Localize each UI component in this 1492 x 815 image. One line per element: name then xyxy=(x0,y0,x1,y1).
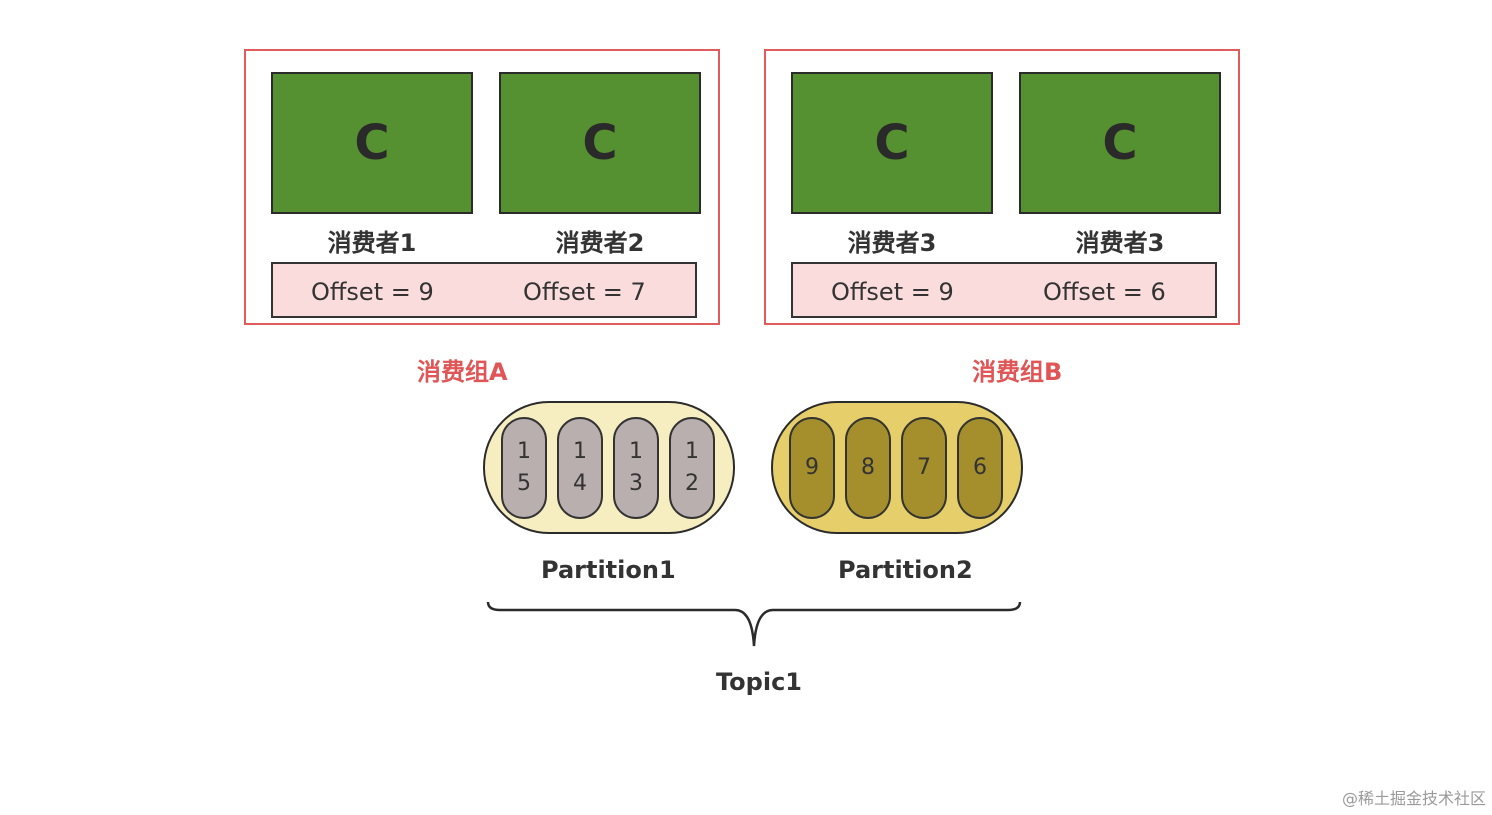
group-b-label: 消费组B xyxy=(972,358,1063,386)
consumer-2-label: 消费者2 xyxy=(555,229,645,257)
message-7: 7 xyxy=(901,417,947,519)
message-8: 8 xyxy=(845,417,891,519)
message-value: 6 xyxy=(973,455,987,480)
consumer-3-box: C xyxy=(791,72,993,214)
consumer-3-label: 消费者3 xyxy=(847,229,937,257)
consumer-4-label: 消费者3 xyxy=(1075,229,1165,257)
consumer-1-label: 消费者1 xyxy=(327,229,417,257)
consumer-1-box: C xyxy=(271,72,473,214)
offset-box-b: Offset = 9 Offset = 6 xyxy=(791,262,1217,318)
consumer-icon: C xyxy=(874,115,910,171)
offset-consumer-2: Offset = 7 xyxy=(523,278,646,306)
group-a-label: 消费组A xyxy=(417,358,508,386)
offset-consumer-1: Offset = 9 xyxy=(311,278,434,306)
message-value: 9 xyxy=(805,455,819,480)
consumer-icon: C xyxy=(1102,115,1138,171)
partition-2-label: Partition2 xyxy=(838,556,973,584)
message-value: 8 xyxy=(861,455,875,480)
offset-consumer-3: Offset = 9 xyxy=(831,278,954,306)
offset-box-a: Offset = 9 Offset = 7 xyxy=(271,262,697,318)
offset-consumer-4: Offset = 6 xyxy=(1043,278,1166,306)
topic-label: Topic1 xyxy=(716,668,803,696)
partition-2: 9 8 7 6 xyxy=(771,401,1023,534)
message-9: 9 xyxy=(789,417,835,519)
consumer-group-a: C C 消费者1 消费者2 Offset = 9 Offset = 7 xyxy=(244,49,720,325)
watermark: @稀土掘金技术社区 xyxy=(1341,789,1486,808)
partition-1-label: Partition1 xyxy=(541,556,676,584)
consumer-2-box: C xyxy=(499,72,701,214)
message-6: 6 xyxy=(957,417,1003,519)
consumer-icon: C xyxy=(354,115,390,171)
topic-brace xyxy=(486,601,1022,647)
consumer-4-box: C xyxy=(1019,72,1221,214)
consumer-icon: C xyxy=(582,115,618,171)
consumer-group-b: C C 消费者3 消费者3 Offset = 9 Offset = 6 xyxy=(764,49,1240,325)
message-value: 7 xyxy=(917,455,931,480)
